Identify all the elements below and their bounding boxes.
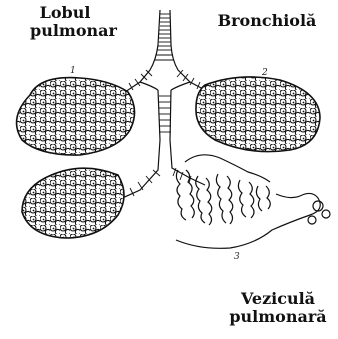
lobule-label: Lobul pulmonar	[30, 4, 100, 40]
lobule-label-line2: pulmonar	[30, 22, 100, 40]
upper-right-lobe	[196, 77, 320, 152]
marker-3: 3	[234, 252, 240, 262]
lower-left-lobe	[22, 168, 124, 238]
vesicle-label: Veziculă pulmonară	[224, 290, 332, 326]
vesicle-label-line1: Veziculă	[224, 290, 332, 308]
bronchiole-label-text: Bronchiolă	[212, 12, 322, 30]
lobule-label-line1: Lobul	[30, 4, 100, 22]
vesicle-label-line2: pulmonară	[224, 308, 332, 326]
marker-2: 2	[262, 68, 268, 78]
marker-1: 1	[70, 66, 76, 76]
bronchiole-label: Bronchiolă	[212, 12, 322, 30]
pulmonary-vesicle	[176, 155, 330, 249]
upper-left-lobe	[17, 78, 135, 155]
bronchiole-rings	[129, 14, 200, 196]
